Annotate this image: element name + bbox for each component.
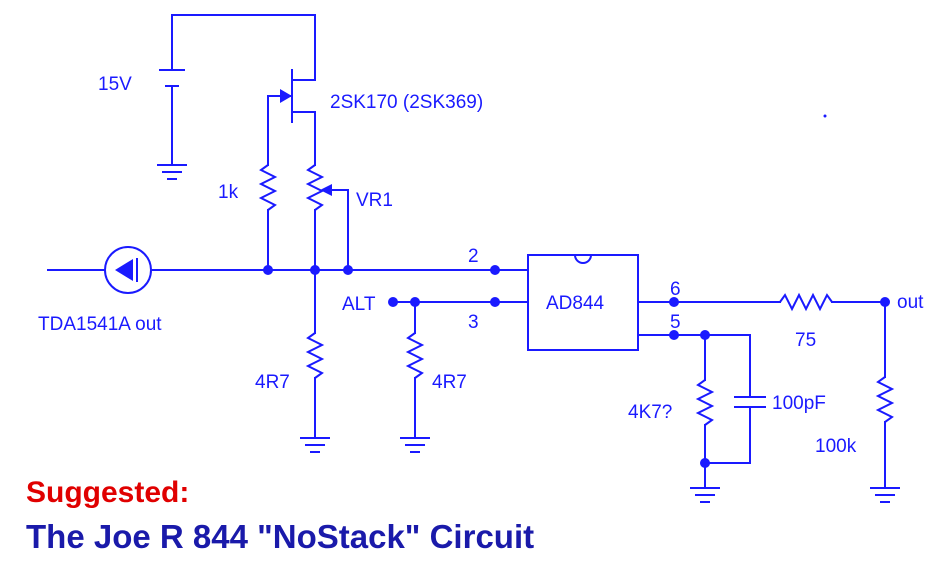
resistor-75 <box>779 292 833 312</box>
label-ad844: AD844 <box>546 293 605 314</box>
junction-wiper <box>343 265 353 275</box>
label-15v: 15V <box>98 74 132 95</box>
junction-gate <box>263 265 273 275</box>
label-100k: 100k <box>815 436 857 457</box>
label-4r7-left: 4R7 <box>255 372 290 393</box>
capacitor-100pf <box>734 334 766 464</box>
label-4k7: 4K7? <box>628 402 672 423</box>
ground-left <box>300 437 330 453</box>
resistor-100k <box>875 376 895 423</box>
junction-pin6 <box>669 297 679 307</box>
junction-pin5-bottom <box>700 458 710 468</box>
resistor-4r7-left <box>305 332 325 379</box>
resistor-4r7-mid <box>405 332 425 379</box>
resistor-1k <box>258 164 278 211</box>
label-pin6: 6 <box>670 279 681 300</box>
label-1k: 1k <box>218 182 239 203</box>
caption-title: The Joe R 844 "NoStack" Circuit <box>26 518 535 555</box>
label-pin3: 3 <box>468 312 479 333</box>
label-source: TDA1541A out <box>38 314 162 335</box>
resistor-4k7 <box>695 379 715 426</box>
battery-15v <box>159 14 316 166</box>
stray-dot <box>823 114 827 118</box>
label-jfet: 2SK170 (2SK369) <box>330 92 483 113</box>
jfet-2sk170 <box>267 69 316 123</box>
label-alt: ALT <box>342 294 376 315</box>
label-pin2: 2 <box>468 246 479 267</box>
label-vr1: VR1 <box>356 190 393 211</box>
potentiometer-vr1 <box>305 164 349 271</box>
current-source-tda1541a <box>47 246 496 294</box>
ground-mid <box>400 437 430 453</box>
label-out: out <box>897 292 924 313</box>
label-100pf: 100pF <box>772 393 826 414</box>
ground-right <box>870 487 900 503</box>
ground-battery <box>157 164 187 180</box>
label-75: 75 <box>795 330 816 351</box>
label-pin5: 5 <box>670 312 681 333</box>
junction-pin5 <box>669 330 679 340</box>
ground-pin5 <box>690 487 720 503</box>
caption-suggested: Suggested: <box>26 476 190 509</box>
label-4r7-mid: 4R7 <box>432 372 467 393</box>
